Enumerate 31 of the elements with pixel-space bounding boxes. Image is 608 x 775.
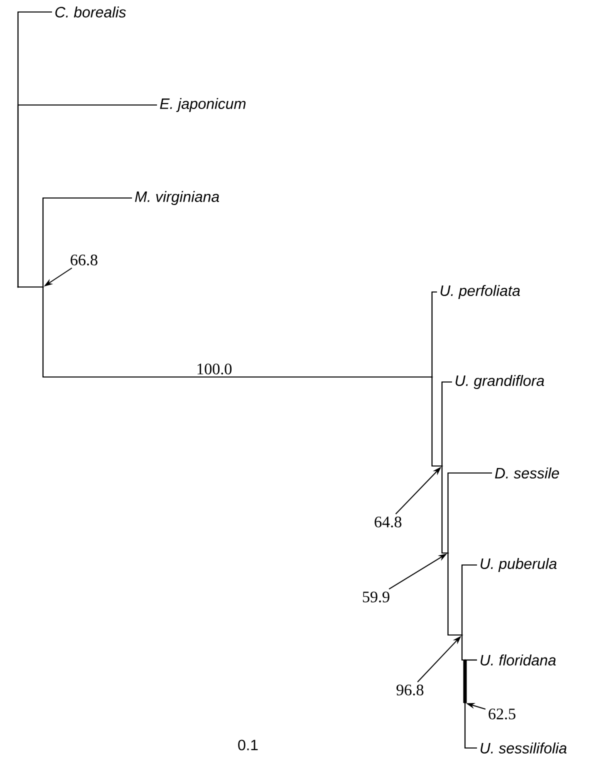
taxon-label: U. grandiflora [456, 375, 544, 389]
tree-branch [441, 381, 452, 466]
tree-branch [465, 659, 477, 661]
tree-branch [431, 377, 442, 467]
support-value: 62.5 [488, 708, 516, 720]
support-value: 59.9 [362, 592, 390, 602]
tree-branch [42, 287, 432, 378]
tree-branch [18, 286, 43, 288]
tree-branch [42, 197, 132, 287]
support-value: 96.8 [396, 684, 424, 696]
tree-branch [17, 104, 157, 287]
tree-branch [464, 703, 477, 749]
tree-branch [447, 553, 462, 636]
taxon-label: U. sessilifolia [480, 742, 567, 754]
support-value: 66.8 [70, 254, 98, 266]
tree-branch [441, 466, 448, 554]
edge-label: 100.0 [195, 362, 234, 376]
tree-branch [461, 635, 465, 661]
taxon-label: M. virginiana [135, 191, 220, 205]
support-value: 64.8 [374, 516, 402, 528]
taxon-label: C. borealis [55, 6, 126, 18]
taxon-label: U. perfoliata [440, 285, 520, 299]
tree-branch [461, 564, 477, 635]
tree-branch [431, 291, 437, 377]
tree-branch [463, 660, 467, 703]
taxon-label: E. japonicum [160, 98, 246, 112]
taxon-label: U. puberula [480, 558, 557, 572]
taxon-label: U. floridana [480, 654, 556, 666]
taxon-label: D. sessile [495, 468, 559, 478]
tree-branch [447, 472, 492, 553]
scale-label: 0.1 [238, 740, 258, 750]
